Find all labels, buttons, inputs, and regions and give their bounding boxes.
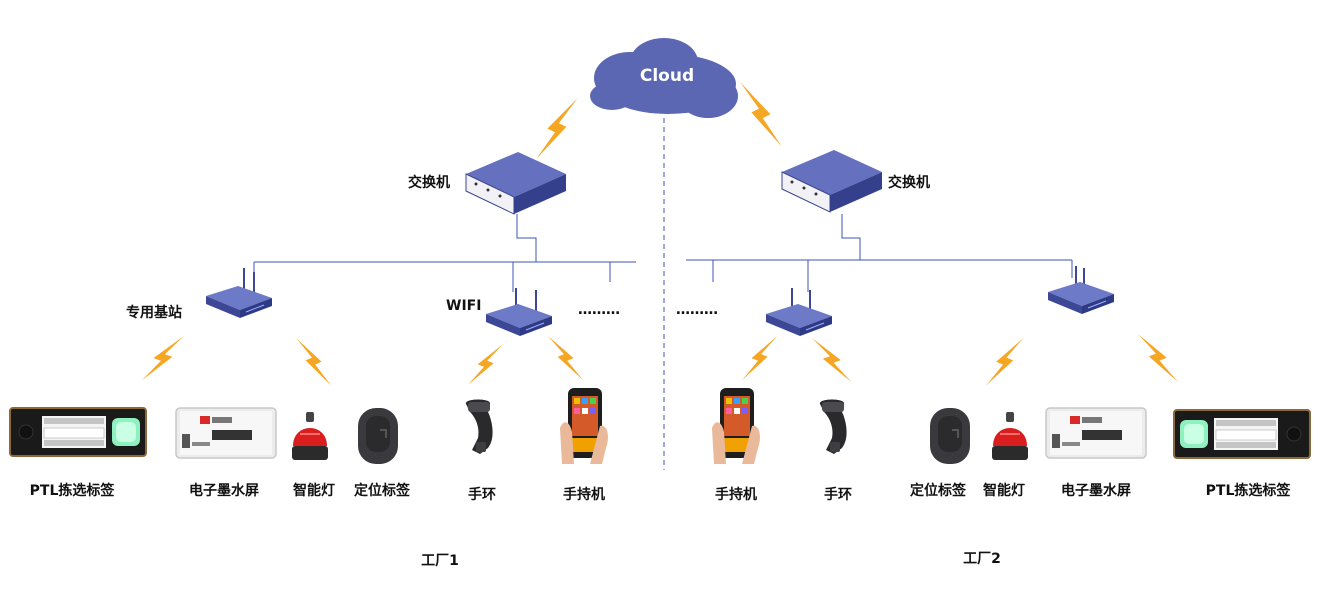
device-label: 手环 bbox=[468, 487, 496, 503]
lightning-icon bbox=[812, 338, 852, 383]
lightning-icon bbox=[986, 338, 1024, 386]
smart-light-icon bbox=[291, 411, 329, 461]
device-label: 定位标签 bbox=[354, 483, 410, 499]
base-station-label: 专用基站 bbox=[126, 305, 182, 321]
factory-2-label: 工厂2 bbox=[963, 551, 1001, 567]
ptl-picking-tag-icon bbox=[1173, 409, 1311, 459]
handheld-terminal-icon bbox=[560, 388, 608, 464]
cloud-label: Cloud bbox=[639, 66, 695, 86]
smart-light-icon bbox=[991, 411, 1029, 461]
factory-1-label: 工厂1 bbox=[421, 553, 459, 569]
switch-icon bbox=[465, 151, 567, 215]
wristband-icon bbox=[465, 399, 493, 454]
e-ink-screen-icon bbox=[175, 407, 277, 459]
lightning-icon bbox=[296, 338, 332, 386]
switch-label: 交换机 bbox=[408, 175, 450, 191]
device-label: 智能灯 bbox=[983, 483, 1025, 499]
lightning-icon bbox=[536, 98, 578, 160]
device-label: PTL拣选标签 bbox=[29, 483, 115, 499]
cloud-icon bbox=[590, 38, 738, 118]
device-label: 手持机 bbox=[563, 487, 605, 503]
lightning-icon bbox=[742, 336, 778, 381]
location-tag-icon bbox=[357, 407, 399, 465]
e-ink-screen-icon bbox=[1045, 407, 1147, 459]
wifi-router-icon bbox=[765, 288, 833, 337]
base-station-icon bbox=[205, 268, 273, 319]
device-label: 手环 bbox=[824, 487, 852, 503]
device-label: 定位标签 bbox=[910, 483, 966, 499]
switch-icon bbox=[781, 149, 883, 213]
lightning-icon bbox=[1138, 334, 1178, 382]
network-lines bbox=[253, 214, 1073, 292]
device-label: 电子墨水屏 bbox=[1061, 483, 1131, 499]
ptl-picking-tag-icon bbox=[9, 407, 147, 457]
ellipsis-right: ……… bbox=[676, 302, 718, 318]
device-label: 智能灯 bbox=[293, 483, 335, 499]
base-station-icon bbox=[1047, 266, 1115, 315]
device-label: 手持机 bbox=[715, 487, 757, 503]
wristband-icon bbox=[819, 399, 847, 454]
device-label: 电子墨水屏 bbox=[189, 483, 259, 499]
wifi-label: WIFI bbox=[446, 298, 482, 314]
lightning-icon bbox=[548, 336, 584, 381]
lightning-icon bbox=[468, 344, 504, 385]
lightning-icon bbox=[740, 82, 782, 147]
device-label: PTL拣选标签 bbox=[1205, 483, 1291, 499]
lightning-icon bbox=[142, 336, 184, 381]
switch-label: 交换机 bbox=[888, 175, 930, 191]
ellipsis-left: ……… bbox=[578, 302, 620, 318]
handheld-terminal-icon bbox=[712, 388, 760, 464]
location-tag-icon bbox=[929, 407, 971, 465]
wifi-router-icon bbox=[485, 288, 553, 337]
